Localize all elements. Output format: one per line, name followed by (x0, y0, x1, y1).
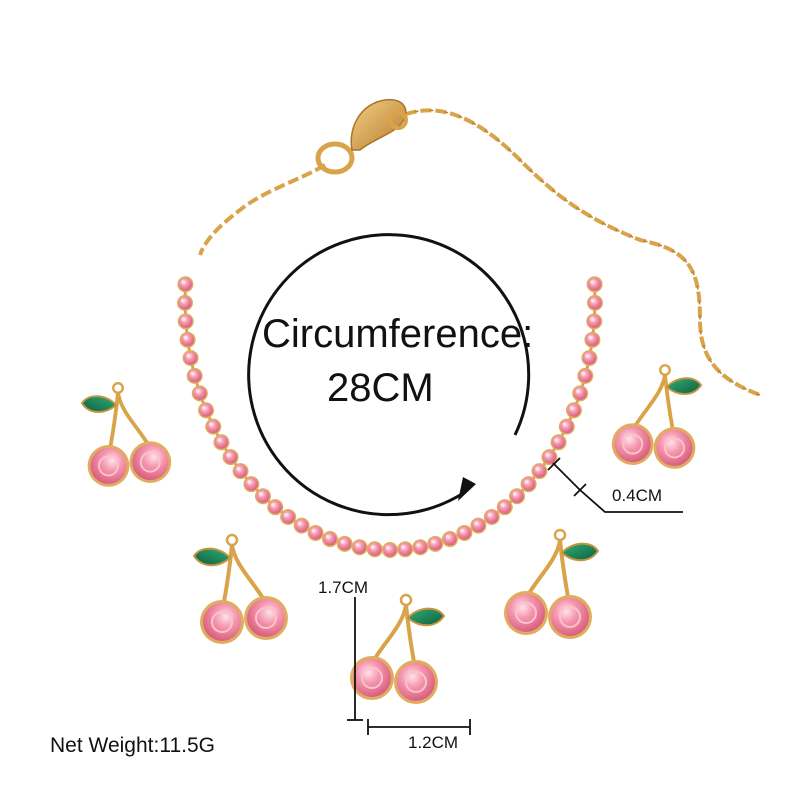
pink-crystal (586, 313, 603, 330)
cherry-charm-icon (504, 528, 600, 639)
lobster-clasp-icon (315, 98, 408, 175)
pink-crystal (243, 476, 260, 493)
pink-crystal (541, 449, 558, 466)
pink-crystal (558, 418, 575, 435)
net-weight-label: Net Weight:11.5G (50, 734, 215, 757)
cherry-charm-icon (350, 593, 446, 704)
pink-crystal (397, 541, 414, 558)
cherry-charms (80, 364, 703, 704)
pink-crystal (470, 517, 487, 534)
pink-crystal (177, 276, 194, 293)
pink-crystal (205, 418, 222, 435)
pink-crystal (586, 294, 603, 311)
pendant-width-dimension-line (367, 719, 471, 735)
pink-crystal (280, 508, 297, 525)
extension-chain (391, 108, 761, 397)
pink-crystal (496, 499, 513, 516)
pink-crystal (412, 539, 429, 556)
width-dimension-line (547, 457, 683, 513)
cherry-charm-icon (192, 533, 288, 644)
pink-crystal (520, 476, 537, 493)
pink-crystal (586, 276, 603, 293)
pink-crystal (572, 385, 589, 402)
pink-crystal (179, 331, 196, 348)
pink-crystal (191, 385, 208, 402)
pink-crystal (177, 313, 194, 330)
circumference-label: Circumference: (262, 312, 534, 356)
pink-crystal (581, 350, 598, 367)
pink-crystal (336, 535, 353, 552)
pink-crystal (509, 488, 526, 505)
pink-crystal (531, 463, 548, 480)
pink-crystal (267, 499, 284, 516)
drop-dimension-line (347, 597, 363, 721)
pink-crystal (351, 539, 368, 556)
pink-crystal (577, 367, 594, 384)
width-dimension-label: 0.4CM (612, 486, 663, 505)
circular-arrow-icon (247, 233, 531, 517)
pendant-drop-label: 1.7CM (318, 578, 369, 597)
pink-crystal (366, 541, 383, 558)
pink-crystal (427, 535, 444, 552)
pink-crystal (550, 434, 567, 451)
circumference-value: 28CM (327, 366, 434, 410)
pink-crystal (456, 524, 473, 541)
pink-crystal (232, 463, 249, 480)
pendant-width-label: 1.2CM (408, 733, 459, 752)
pink-crystal (186, 367, 203, 384)
pink-crystal (584, 331, 601, 348)
cherry-charm-icon (611, 364, 703, 469)
pink-crystal (322, 531, 339, 548)
crystal-chain (177, 276, 603, 558)
cherry-charm-icon (80, 382, 172, 487)
pink-crystal (254, 488, 271, 505)
pink-crystal (565, 402, 582, 419)
pink-crystal (198, 402, 215, 419)
pink-crystal (441, 531, 458, 548)
pink-crystal (182, 350, 199, 367)
left-chain (198, 163, 327, 256)
pink-crystal (483, 508, 500, 525)
pink-crystal (307, 524, 324, 541)
pink-crystal (213, 434, 230, 451)
pink-crystal (382, 542, 398, 558)
pink-crystal (177, 294, 194, 311)
pink-crystal (293, 517, 310, 534)
pink-crystal (222, 449, 239, 466)
